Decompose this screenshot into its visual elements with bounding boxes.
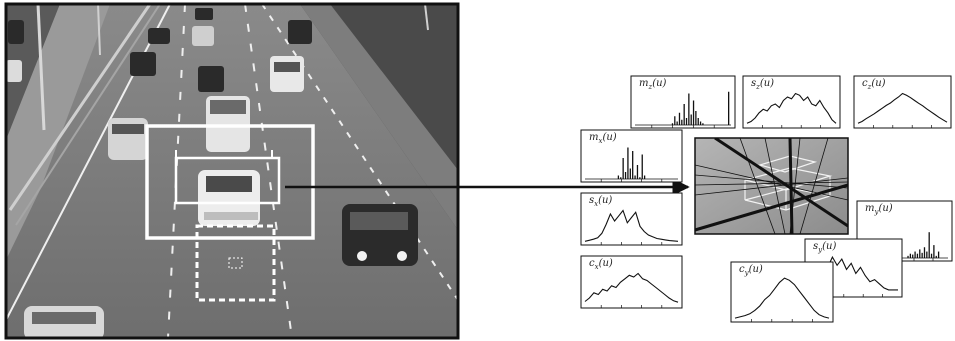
- plot-cz: cz(u): [853, 75, 952, 129]
- dashed-region-box: [195, 224, 276, 302]
- plot-label: my(u): [865, 203, 893, 216]
- plot-cy: cy(u): [730, 261, 834, 323]
- plot-curve: [584, 209, 679, 242]
- plot-label: mz(u): [639, 78, 667, 91]
- plot-frame: [742, 75, 841, 129]
- plot-sz: sz(u): [742, 75, 841, 129]
- plot-mz: mz(u): [630, 75, 736, 129]
- plot-curve: [857, 92, 948, 124]
- inner-target-box: [174, 156, 281, 205]
- plot-label: cy(u): [739, 264, 763, 277]
- plot-frame: [580, 129, 683, 183]
- distant-cars: [6, 8, 312, 92]
- outer-search-box: [145, 124, 315, 240]
- plot-frame: [580, 192, 683, 246]
- plot-sx: sx(u): [580, 192, 683, 246]
- plot-label: sz(u): [751, 78, 774, 91]
- projection-lines: [695, 138, 848, 234]
- white-van: [270, 56, 304, 92]
- plot-curve: [584, 272, 679, 303]
- plot-label: sy(u): [813, 241, 836, 254]
- highway-photo: [6, 4, 458, 338]
- plot-frame: [630, 75, 736, 129]
- small-dashed-box: [228, 257, 243, 269]
- plot-curve: [746, 92, 837, 124]
- plot-curve: [734, 277, 830, 319]
- plot-cx: cx(u): [580, 255, 683, 309]
- plot-label: mx(u): [589, 132, 617, 145]
- center-inset: [694, 137, 849, 235]
- profile-plots: mz(u) sz(u) cz(u) mx(u) sx(u) cx(u) my(u) sy(u)…: [580, 75, 953, 323]
- plot-frame: [580, 255, 683, 309]
- plot-label: cx(u): [589, 258, 613, 271]
- plot-frame: [853, 75, 952, 129]
- axis-lines: [695, 138, 848, 234]
- plot-mx: mx(u): [580, 129, 683, 183]
- photo-frame: [4, 2, 460, 340]
- plot-label: sx(u): [589, 195, 612, 208]
- plot-label: cz(u): [862, 78, 886, 91]
